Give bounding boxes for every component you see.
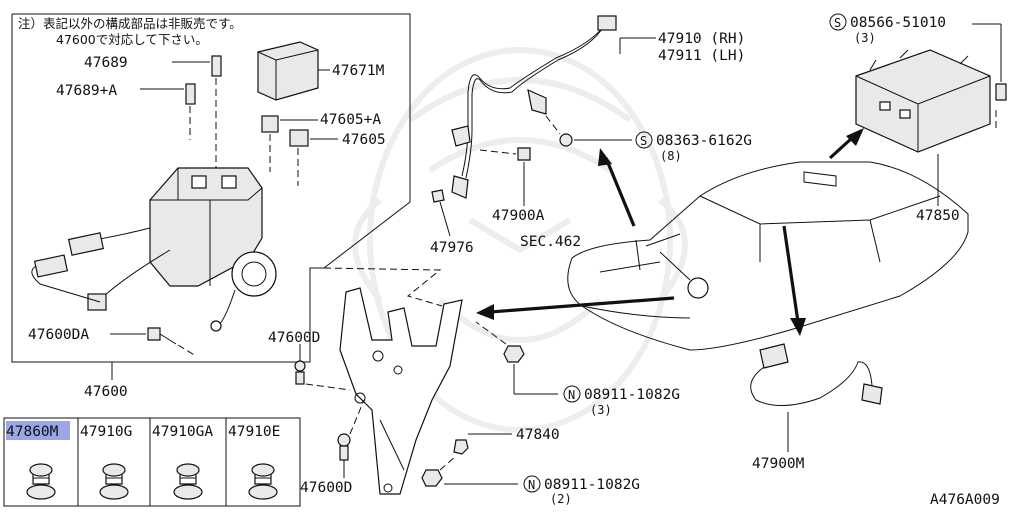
- grommet-cells: 47860M 47910G 47910GA 47910E: [6, 424, 280, 500]
- figure-code: A476A009: [930, 492, 1000, 508]
- grommet-table: [3, 417, 301, 507]
- harness-connector-left: [31, 232, 107, 311]
- label-47600da: 47600DA: [28, 327, 89, 343]
- grommet-icon-1: [99, 463, 129, 500]
- label-47976: 47976: [430, 240, 474, 256]
- qty-08911-b: (2): [550, 492, 572, 506]
- abs-control-unit-47850: [855, 49, 991, 206]
- label-47900m: 47900M: [752, 456, 805, 472]
- grommet-label-1: 47910G: [80, 424, 132, 440]
- grommet-highlight: [6, 421, 70, 440]
- bolt-08363: [545, 115, 632, 147]
- wheel-sensor-harness: [451, 15, 656, 199]
- wheel-speed-sensor-47900m: [750, 343, 883, 452]
- label-47900a: 47900A: [492, 208, 545, 224]
- link-box-to-bracket: [323, 267, 443, 307]
- label-47910-rh: 47910 (RH): [658, 31, 745, 47]
- qty-08911-a: (3): [590, 403, 612, 417]
- grommet-label-3: 47910E: [228, 424, 280, 440]
- label-47600d-top: 47600D: [268, 330, 320, 346]
- n-mark-08911-b: N: [528, 478, 535, 492]
- label-47850: 47850: [916, 208, 960, 224]
- watermark-emblem: [352, 47, 688, 433]
- note-line-2: 47600で対応して下さい。: [56, 32, 208, 47]
- grommet-icon-3: [248, 463, 278, 500]
- n-symbol-08911-a: N: [563, 385, 581, 403]
- nut-08911-a: [475, 321, 558, 395]
- nut-08911-b: [421, 439, 518, 487]
- note-line-1: 注）表記以外の構成部品は非販売です。: [18, 16, 242, 31]
- s-symbol-08566: S: [829, 13, 847, 31]
- grommet-icon-0: [26, 463, 56, 500]
- bolt-47600d-top: [294, 344, 351, 391]
- actuator-assembly-box: [11, 13, 411, 363]
- relay-47605: [289, 129, 338, 186]
- grommet-icon-2: [173, 463, 203, 500]
- relay-47671m: [257, 41, 330, 101]
- bleeder-screw-47689: [172, 55, 222, 168]
- label-47689: 47689: [84, 55, 128, 71]
- label-08911-b: 08911-1082G: [544, 477, 640, 493]
- screw-47600da: [110, 327, 197, 357]
- label-08911-a: 08911-1082G: [584, 387, 680, 403]
- bolt-47900a: [479, 147, 531, 206]
- label-sec462: SEC.462: [520, 234, 581, 250]
- japanese-note: 注）表記以外の構成部品は非販売です。 47600で対応して下さい。: [18, 16, 242, 47]
- label-47600d-bottom: 47600D: [300, 480, 352, 496]
- label-47600: 47600: [84, 384, 128, 400]
- actuator-bracket-47840: [339, 287, 512, 495]
- bolt-47600d-bottom: [337, 399, 365, 478]
- grommet-label-2: 47910GA: [152, 424, 213, 440]
- label-08566: 08566-51010: [850, 15, 946, 31]
- label-47840: 47840: [516, 427, 560, 443]
- label-47605a: 47605+A: [320, 112, 381, 128]
- relay-47605a: [261, 115, 318, 172]
- label-47689a: 47689+A: [56, 83, 117, 99]
- qty-08566: (3): [854, 31, 876, 45]
- bleeder-screw-47689a: [140, 83, 196, 140]
- s-mark-08566: S: [834, 16, 841, 30]
- label-47911-lh: 47911 (LH): [658, 48, 745, 64]
- n-mark-08911-a: N: [568, 388, 575, 402]
- n-symbol-08911-b: N: [523, 475, 541, 493]
- clip-47976: [431, 189, 451, 237]
- qty-08363: (8): [660, 149, 682, 163]
- label-47605: 47605: [342, 132, 386, 148]
- s-mark-08363: S: [640, 134, 647, 148]
- vehicle-body-outline: [567, 161, 969, 351]
- s-symbol-08363: S: [635, 131, 653, 149]
- grommet-label-0: 47860M: [6, 424, 59, 440]
- direction-arrows: [476, 128, 864, 336]
- label-08363: 08363-6162G: [656, 133, 752, 149]
- screw-08566: [972, 23, 1007, 132]
- abs-actuator-unit: [79, 167, 277, 332]
- label-47671m: 47671M: [332, 63, 385, 79]
